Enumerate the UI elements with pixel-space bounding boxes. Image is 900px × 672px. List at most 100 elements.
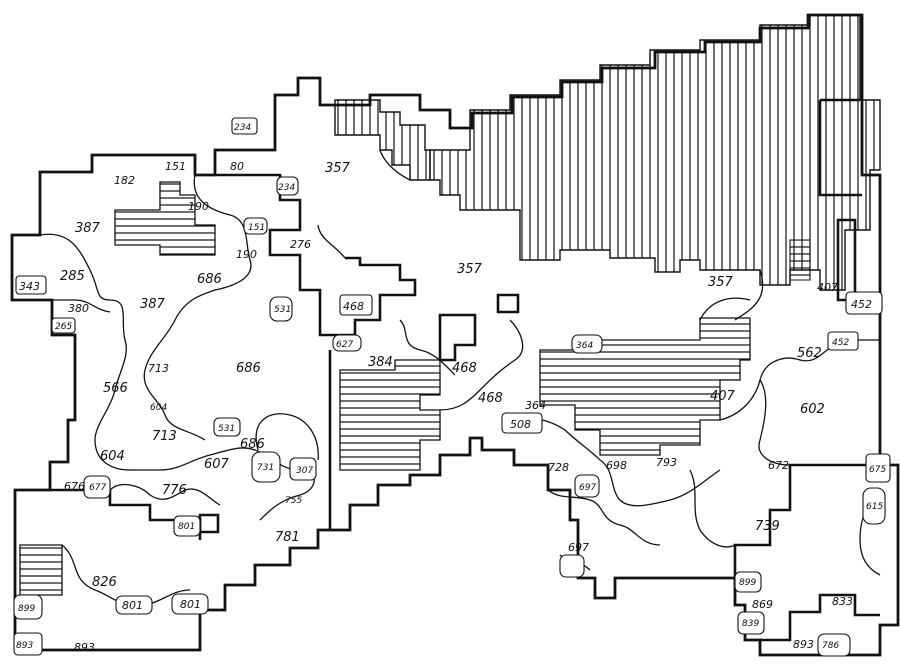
label-672: 672 [768, 459, 789, 472]
region-labels: 357 357 357 234 80 234 151 182 190 387 1… [16, 123, 886, 654]
boundary-thin-10 [719, 339, 880, 421]
boundary-thin-1 [39, 233, 211, 471]
hatch-zone-826 [19, 544, 63, 596]
label-697: 697 [568, 541, 589, 554]
hatch-zone-452 [789, 239, 811, 281]
label-531: 531 [274, 305, 291, 315]
label-602: 602 [800, 402, 825, 417]
label-468: 468 [452, 361, 477, 376]
label-357: 357 [457, 262, 483, 277]
label-899: 899 [739, 578, 756, 588]
boundary-thin-11 [758, 379, 791, 466]
label-frames [13, 117, 891, 657]
label-739: 739 [755, 519, 780, 534]
label-686: 686 [236, 361, 261, 376]
label-384: 384 [368, 355, 393, 370]
label-276: 276 [290, 238, 311, 251]
label-364: 364 [525, 399, 546, 412]
label-826: 826 [92, 575, 117, 590]
label-677: 677 [89, 483, 106, 493]
boundary-thin-16 [699, 269, 764, 321]
label-307: 307 [296, 466, 313, 476]
label-357: 357 [325, 161, 351, 176]
label-686: 686 [240, 437, 265, 452]
thin-internal-boundaries [39, 149, 881, 606]
label-801: 801 [180, 598, 201, 611]
hatch-zone-384 [339, 359, 441, 471]
label-899: 899 [18, 604, 35, 614]
label-343: 343 [19, 280, 40, 293]
label-80: 80 [230, 160, 244, 173]
boundary-thin-13 [547, 489, 661, 546]
label-713: 713 [152, 429, 177, 444]
boundary-thin-2 [143, 174, 252, 441]
label-357: 357 [708, 275, 734, 290]
label-697: 697 [579, 483, 596, 493]
label-407: 407 [817, 281, 838, 294]
label-833: 833 [832, 595, 853, 608]
label-801: 801 [178, 522, 195, 532]
boundary-thin-9 [513, 417, 721, 507]
label-801: 801 [122, 599, 143, 612]
label-182: 182 [114, 174, 135, 187]
boundary-thin-18 [399, 319, 456, 376]
label-508: 508 [510, 418, 531, 431]
label-686: 686 [197, 272, 222, 287]
label-615: 615 [866, 502, 883, 512]
label-676: 676 [64, 480, 85, 493]
label-893: 893 [793, 638, 814, 651]
boundary-thin-12 [689, 469, 736, 548]
vertical-hatch-zones [334, 14, 881, 291]
label-234: 234 [234, 123, 251, 133]
label-151: 151 [165, 160, 186, 173]
boundary-thin-5 [255, 413, 319, 461]
boundary-thin-17 [317, 149, 411, 259]
label-839: 839 [742, 619, 759, 629]
label-468: 468 [478, 391, 503, 406]
label-728: 728 [548, 461, 569, 474]
label-713: 713 [148, 362, 169, 375]
label-893: 893 [16, 641, 33, 651]
label-234: 234 [278, 183, 295, 193]
label-468: 468 [343, 300, 364, 313]
label-675: 675 [869, 465, 886, 475]
label-387: 387 [140, 297, 166, 312]
boundary-east-column [818, 98, 862, 197]
label-407: 407 [710, 389, 736, 404]
label-151: 151 [248, 223, 265, 233]
label-452: 452 [832, 338, 849, 348]
hatch-zone-387 [114, 181, 216, 256]
hatch-zone-357-north [334, 99, 431, 181]
label-607: 607 [204, 457, 230, 472]
boundary-thin-7 [61, 544, 191, 606]
label-380: 380 [68, 302, 89, 315]
label-562: 562 [797, 346, 822, 361]
boundary-thin-8 [439, 319, 524, 411]
label-387: 387 [75, 221, 101, 236]
outer-boundary [10, 13, 900, 657]
label-190: 190 [236, 248, 257, 261]
label-604: 604 [100, 449, 125, 464]
label-781: 781 [275, 530, 300, 545]
boundary-thin-6 [109, 483, 221, 506]
label-755: 755 [285, 496, 302, 506]
label-793: 793 [656, 456, 677, 469]
label-627: 627 [336, 340, 353, 350]
hatch-zone-357-east [429, 14, 881, 291]
label-786: 786 [822, 641, 839, 651]
label-698: 698 [606, 459, 627, 472]
label-566: 566 [103, 381, 128, 396]
label-285: 285 [60, 269, 85, 284]
hatch-zone-364-407 [539, 317, 751, 456]
label-604: 604 [150, 403, 167, 413]
label-265: 265 [55, 322, 72, 332]
label-893: 893 [74, 641, 95, 654]
label-531: 531 [218, 424, 235, 434]
label-452: 452 [851, 298, 872, 311]
label-731: 731 [257, 463, 274, 473]
label-364: 364 [576, 341, 593, 351]
label-869: 869 [752, 598, 773, 611]
label-776: 776 [162, 483, 187, 498]
